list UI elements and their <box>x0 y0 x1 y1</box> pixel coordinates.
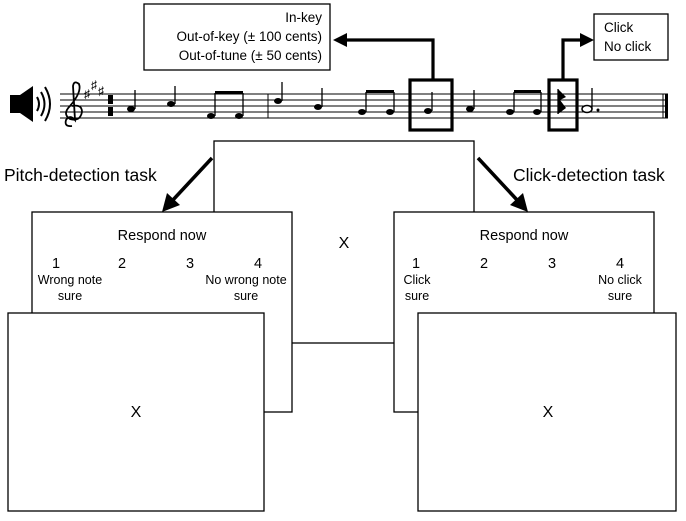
click-respond-prompt: Respond now <box>480 228 569 244</box>
sharp-icon: ♯ <box>91 78 97 92</box>
pitch-scale-2: 2 <box>118 256 126 272</box>
click-task-title: Click-detection task <box>513 165 665 185</box>
click-scale-2: 2 <box>480 256 488 272</box>
pitch-target-highlight <box>408 78 454 132</box>
pitch-anchor-low-2: sure <box>58 289 82 303</box>
click-target-arrow <box>561 33 594 80</box>
key-signature: ♯ ♯ ♯ <box>84 78 104 101</box>
condition-in-key: In-key <box>285 10 322 25</box>
pitch-scale-1: 1 <box>52 256 60 272</box>
pitch-anchor-high-2: sure <box>234 289 258 303</box>
click-scale-4: 4 <box>616 256 624 272</box>
pitch-task-title: Pitch-detection task <box>4 165 157 185</box>
click-condition-box: Click No click <box>593 13 669 61</box>
pitch-target-arrow <box>333 33 435 80</box>
click-anchor-high-2: sure <box>608 289 632 303</box>
melody-notes <box>127 82 600 119</box>
condition-click: Click <box>604 20 633 35</box>
condition-out-of-tune: Out-of-tune (± 50 cents) <box>179 48 322 63</box>
pitch-anchor-high-1: No wrong note <box>205 273 286 287</box>
condition-out-of-key: Out-of-key (± 100 cents) <box>177 29 322 44</box>
click-task-arrow <box>476 156 528 212</box>
click-scale-3: 3 <box>548 256 556 272</box>
click-fixation: X <box>543 404 554 421</box>
music-staff <box>60 93 668 119</box>
treble-clef-icon <box>64 81 83 128</box>
pitch-respond-prompt: Respond now <box>118 228 207 244</box>
condition-no-click: No click <box>604 39 652 54</box>
click-anchor-high-1: No click <box>598 273 643 287</box>
pitch-condition-box: In-key Out-of-key (± 100 cents) Out-of-t… <box>143 3 331 71</box>
center-fixation: X <box>339 235 350 252</box>
sharp-icon: ♯ <box>84 87 90 101</box>
pitch-fixation-screen: X <box>7 312 265 512</box>
click-scale-1: 1 <box>412 256 420 272</box>
sharp-icon: ♯ <box>98 84 104 98</box>
pitch-anchor-low-1: Wrong note <box>38 273 102 287</box>
pitch-task-arrow <box>162 156 214 212</box>
pitch-scale-4: 4 <box>254 256 262 272</box>
pitch-fixation: X <box>131 404 142 421</box>
click-anchor-low-1: Click <box>403 273 431 287</box>
click-fixation-screen: X <box>417 312 677 512</box>
time-signature <box>108 95 113 116</box>
speaker-icon <box>10 86 51 122</box>
click-target-highlight <box>547 78 579 132</box>
click-anchor-low-2: sure <box>405 289 429 303</box>
pitch-scale-3: 3 <box>186 256 194 272</box>
